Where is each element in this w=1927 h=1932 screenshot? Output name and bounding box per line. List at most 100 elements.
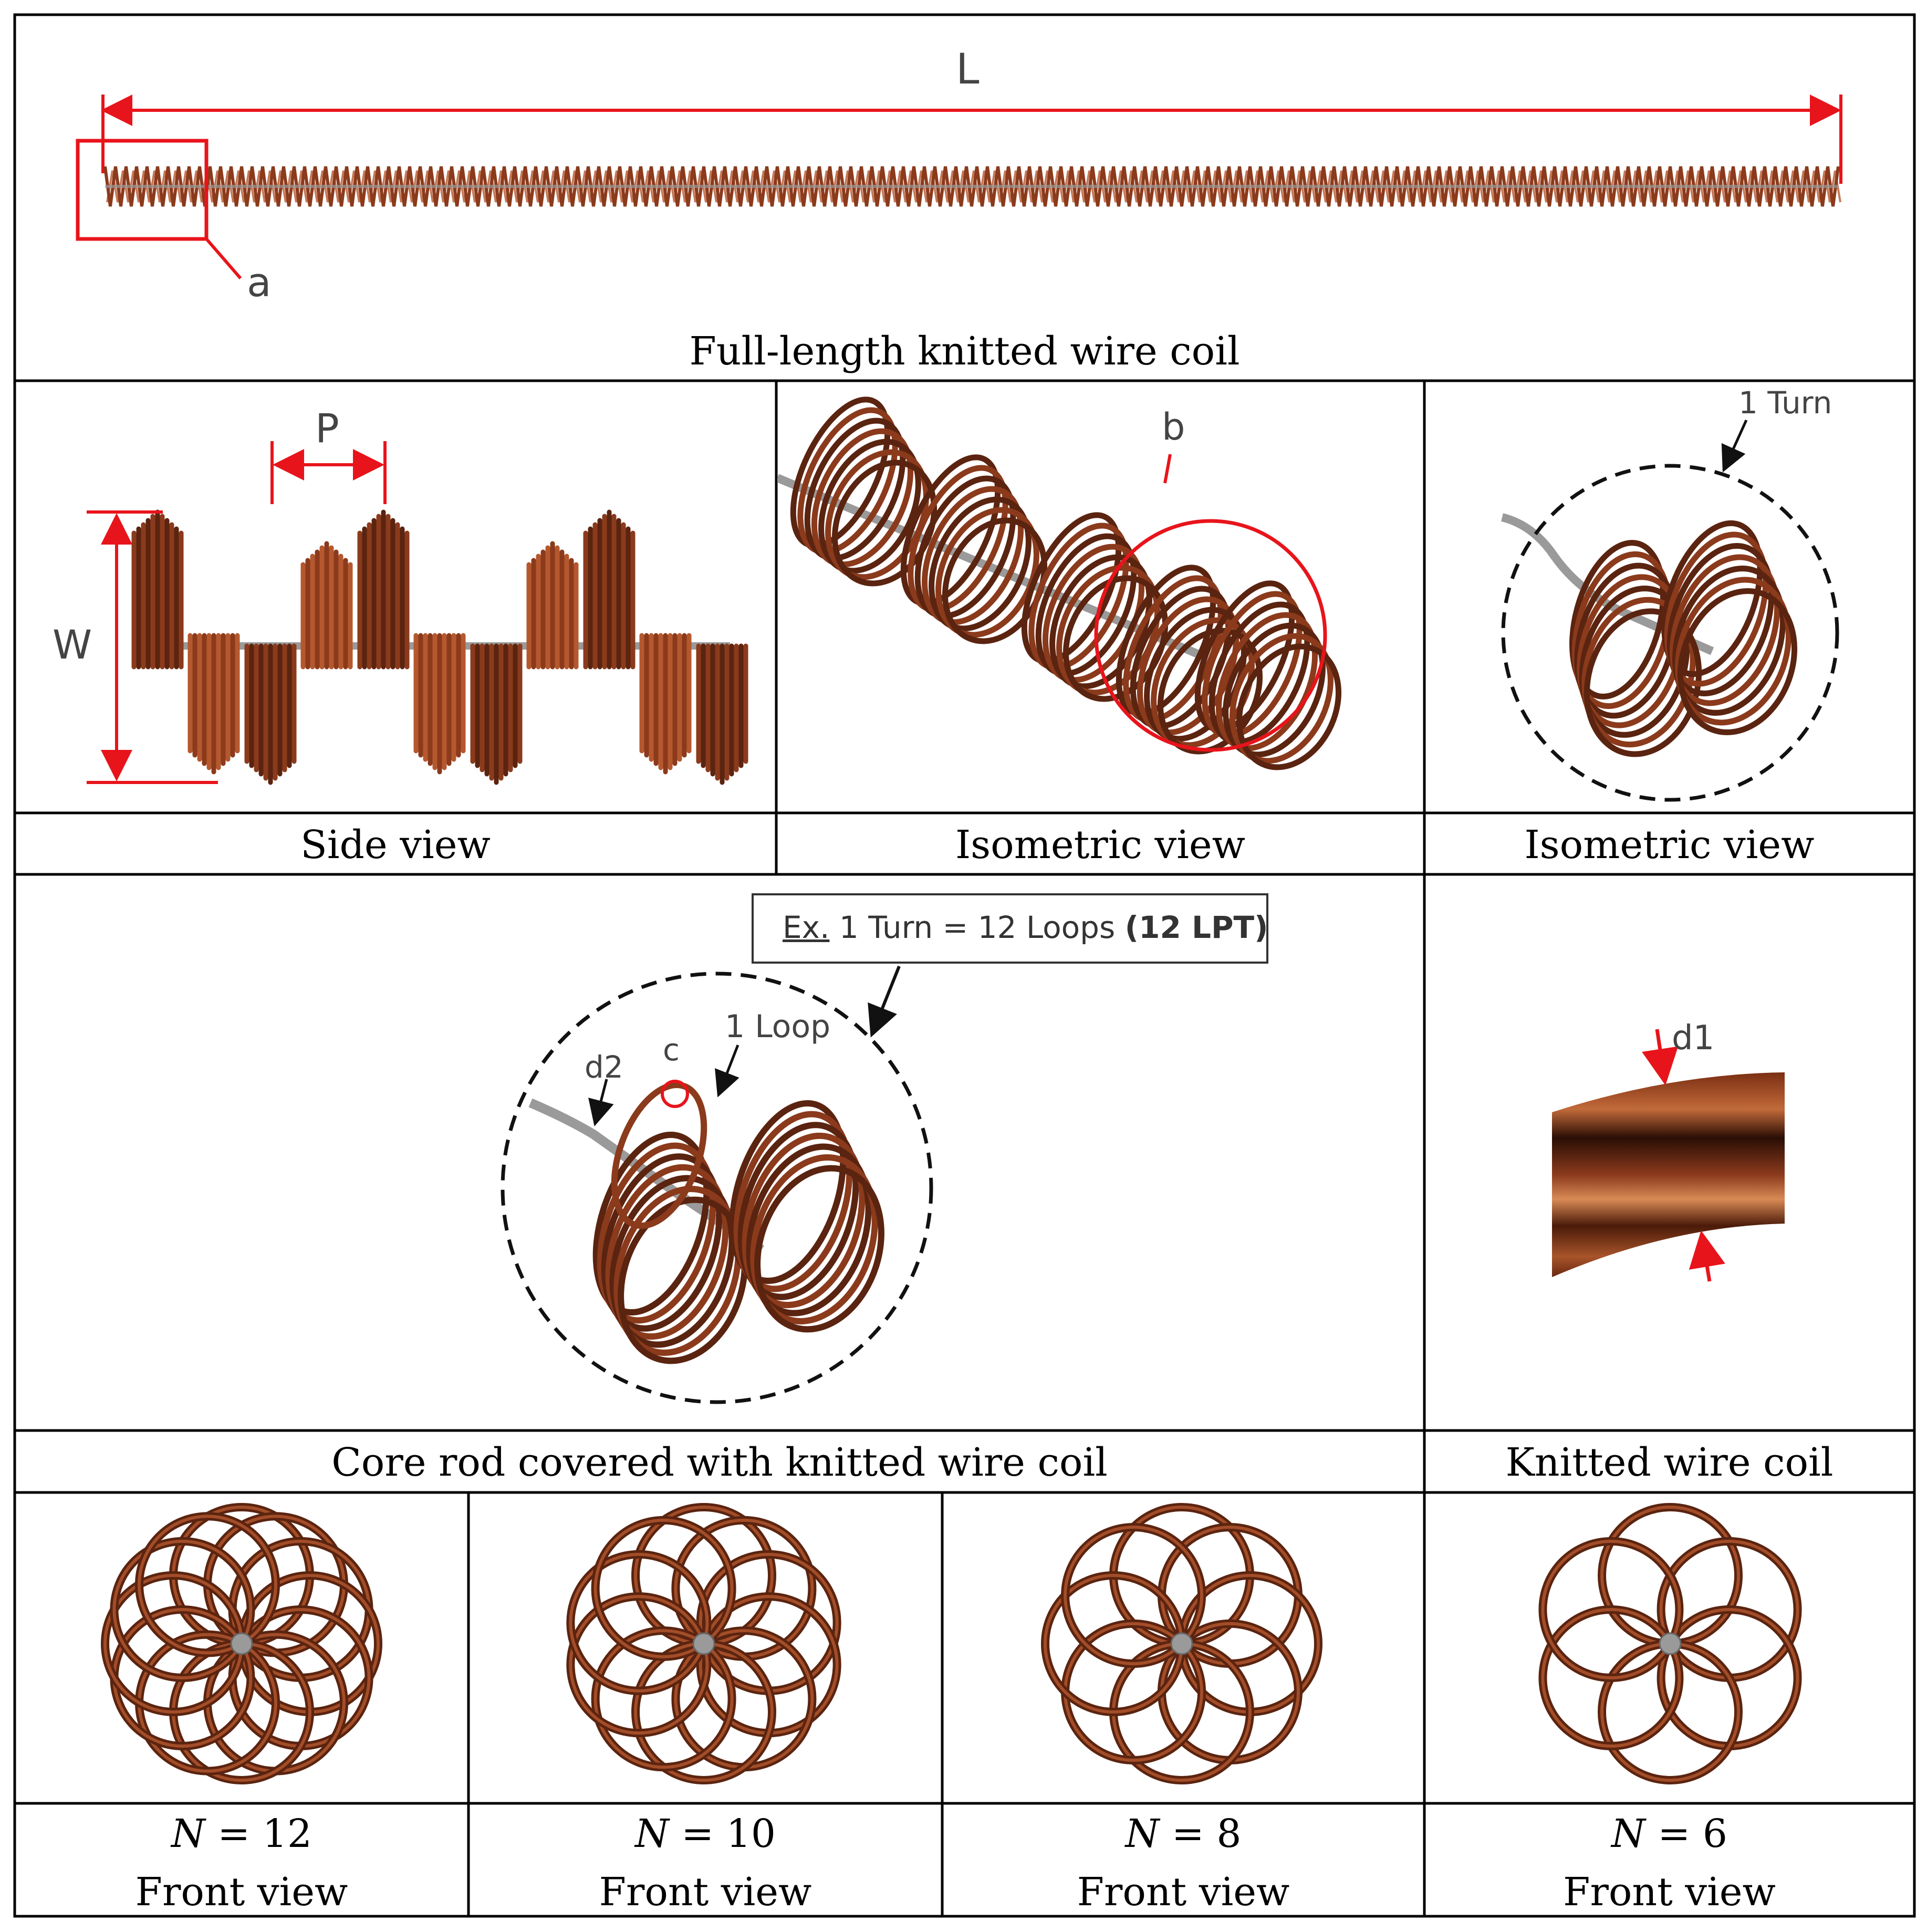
core-loop <box>618 1196 748 1364</box>
detail-circle-b <box>1094 454 1327 752</box>
front-loop-highlight <box>569 1595 709 1735</box>
detail-circle-c <box>661 1080 689 1108</box>
n-symbol: N <box>1611 1811 1645 1856</box>
front-loop-highlight <box>1541 1608 1681 1748</box>
example-text: 1 Turn = 12 Loops <box>829 910 1125 945</box>
iso2-loop <box>1672 566 1786 716</box>
front-loop-highlight <box>593 1629 734 1769</box>
pitch-dimension <box>270 441 387 504</box>
front-loop-highlight <box>1064 1526 1204 1666</box>
front-rod <box>1170 1632 1193 1655</box>
example-box <box>752 893 1268 964</box>
coil-strip-back <box>106 170 1841 203</box>
iso2-loop <box>1670 554 1780 706</box>
n-value: = 10 <box>681 1811 776 1856</box>
coil-strip <box>103 166 1841 207</box>
label-a: a <box>247 259 272 306</box>
label-1-loop: 1 Loop <box>725 1008 831 1045</box>
label-d1: d1 <box>1672 1019 1715 1058</box>
core-loop <box>746 1143 872 1317</box>
wire-cross-section <box>1552 1072 1785 1277</box>
iso2-loop <box>1675 577 1791 726</box>
label-L: L <box>956 45 980 93</box>
turn-dashed-circle <box>1501 464 1839 802</box>
n-value: = 6 <box>1658 1811 1727 1856</box>
core-loop <box>750 1154 878 1324</box>
front-rod <box>230 1632 253 1655</box>
front-view-label-n8: N = 8 <box>942 1814 1424 1853</box>
coil-strip-front <box>103 166 1840 207</box>
iso2-loop <box>1661 520 1763 677</box>
iso2-loop <box>1581 597 1696 748</box>
label-d2: d2 <box>585 1049 623 1085</box>
core-loop <box>597 1142 716 1324</box>
front-rod <box>692 1632 715 1655</box>
isometric-view-1-caption: Isometric view <box>955 822 1246 868</box>
iso2-loop <box>1569 540 1666 699</box>
isometric-coil-1 <box>777 396 1342 770</box>
core-loop <box>733 1111 853 1292</box>
n-symbol: N <box>1125 1811 1160 1856</box>
n-symbol: N <box>171 1811 205 1856</box>
core-loop <box>609 1175 735 1348</box>
core-loop <box>737 1122 859 1300</box>
front-view-caption-n12: Front view <box>135 1870 348 1915</box>
full-length-caption: Full-length knitted wire coil <box>689 329 1240 374</box>
core-loop <box>754 1165 884 1333</box>
core-rod-caption: Core rod covered with knitted wire coil <box>331 1440 1108 1485</box>
front-view-caption-n10: Front view <box>599 1870 812 1915</box>
length-dimension-line <box>101 95 1842 184</box>
iso2-loop <box>1664 531 1769 687</box>
front-loop-highlight <box>112 1540 253 1679</box>
n-value: = 8 <box>1171 1811 1242 1856</box>
front-view-caption-n8: Front view <box>1077 1870 1290 1915</box>
front-loop-highlight <box>569 1552 709 1693</box>
front-view-label-n10: N = 10 <box>468 1814 942 1853</box>
front-view-n8 <box>1041 1503 1322 1784</box>
label-c: c <box>663 1032 680 1068</box>
front-loop-highlight <box>1541 1540 1681 1679</box>
side-view-caption: Side view <box>300 822 491 868</box>
front-loop-highlight <box>593 1518 734 1658</box>
iso1-loop <box>1236 643 1342 770</box>
loop-dashed-circle <box>501 972 933 1404</box>
core-loop <box>601 1153 723 1332</box>
iso2-loop <box>1666 543 1775 696</box>
isometric-coil-2 <box>1501 513 1798 757</box>
front-view-n10 <box>566 1503 841 1784</box>
front-view-caption-n6: Front view <box>1563 1870 1776 1915</box>
front-loop-highlight <box>138 1515 277 1655</box>
n-value: = 12 <box>217 1811 312 1856</box>
n-symbol: N <box>635 1811 669 1856</box>
example-bold: (12 LPT) <box>1124 910 1268 945</box>
front-rod <box>1659 1632 1682 1655</box>
front-view-n12 <box>101 1503 382 1784</box>
width-dimension <box>87 510 218 784</box>
detail-box-a <box>76 139 242 279</box>
core-rod <box>528 1098 764 1254</box>
label-W: W <box>53 621 92 668</box>
core-loop <box>742 1132 866 1309</box>
front-view-label-n6: N = 6 <box>1424 1814 1914 1853</box>
front-view-label-n12: N = 12 <box>15 1814 468 1853</box>
label-1-turn: 1 Turn <box>1738 385 1832 421</box>
example-prefix: Ex. <box>783 910 830 945</box>
core-loop <box>613 1186 742 1356</box>
iso2-loop <box>1677 588 1798 735</box>
side-view-coil <box>131 509 748 785</box>
example-box-text: Ex. 1 Turn = 12 Loops (12 LPT) <box>783 912 1268 943</box>
label-b: b <box>1162 405 1185 448</box>
core-rod-coil <box>528 1081 884 1364</box>
front-view-n6 <box>1538 1503 1802 1784</box>
label-P: P <box>315 405 339 452</box>
isometric-view-2-caption: Isometric view <box>1524 822 1815 868</box>
wire-coil-caption: Knitted wire coil <box>1505 1440 1834 1485</box>
